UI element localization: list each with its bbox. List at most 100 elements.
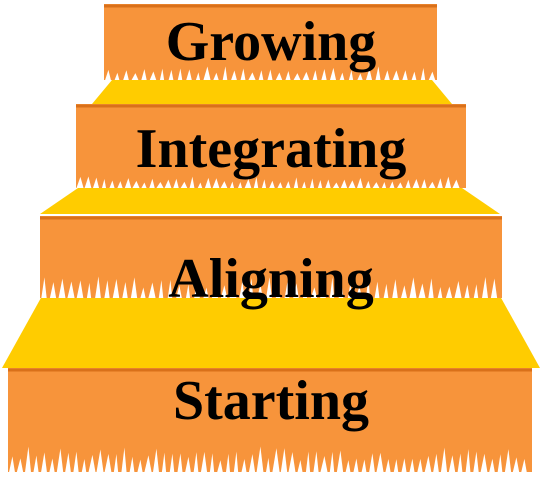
fringe-notch-starting xyxy=(104,453,112,472)
fringe-notch-growing xyxy=(131,73,139,80)
fringe-notch-growing xyxy=(339,72,345,80)
fringe-notch-integrating xyxy=(197,182,203,188)
fringe-notch-starting xyxy=(177,453,183,472)
fringe-notch-integrating xyxy=(149,178,155,188)
fringe-notch-starting xyxy=(169,453,175,472)
fringe-notch-aligning xyxy=(392,279,398,298)
fringe-notch-growing xyxy=(293,73,301,80)
fringe-notch-aligning xyxy=(104,280,110,298)
fringe-notch-aligning xyxy=(211,285,219,298)
fringe-notch-aligning xyxy=(158,280,164,298)
fringe-notch-growing xyxy=(195,72,201,80)
fringe-notch-starting xyxy=(376,452,384,472)
fringe-notch-starting xyxy=(433,453,439,472)
fringe-notch-aligning xyxy=(437,287,443,298)
fringe-notch-starting xyxy=(65,452,71,472)
fringe-notch-aligning xyxy=(355,286,363,298)
fringe-notch-starting xyxy=(385,459,391,472)
tread-growing xyxy=(92,80,452,104)
step-label-starting: Starting xyxy=(173,370,369,432)
fringe-notch-integrating xyxy=(428,181,436,188)
fringe-notch-aligning xyxy=(67,281,75,298)
fringe-notch-integrating xyxy=(180,181,188,188)
fringe-notch-aligning xyxy=(185,284,191,298)
riser-growing xyxy=(104,4,437,72)
fringe-notch-integrating xyxy=(365,180,371,188)
fringe-notch-integrating xyxy=(109,180,115,188)
fringe-notch-starting xyxy=(440,447,448,472)
fringe-notch-growing xyxy=(258,70,264,80)
fringe-notch-aligning xyxy=(257,283,263,298)
fringe-notch-growing xyxy=(231,70,237,80)
fringe-notch-starting xyxy=(297,460,303,472)
fringe-notch-growing xyxy=(114,72,120,80)
fringe-notch-aligning xyxy=(454,280,462,298)
fringe-notch-starting xyxy=(473,451,479,472)
fringe-notch-starting xyxy=(353,458,359,472)
fringe-notch-integrating xyxy=(156,182,164,188)
fringe-notch-growing xyxy=(213,72,219,80)
fringe-notch-starting xyxy=(137,459,143,472)
riser-starting xyxy=(8,368,532,464)
fringe-notch-starting xyxy=(409,458,415,472)
fringe-notch-aligning xyxy=(86,282,92,298)
fringe-notch-growing xyxy=(222,66,228,80)
fringe-notch-aligning xyxy=(365,277,371,298)
fringe-notch-starting xyxy=(113,453,119,472)
fringe-notch-aligning xyxy=(275,287,281,298)
fringe-notch-integrating xyxy=(173,178,179,188)
fringe-notch-starting xyxy=(336,450,344,472)
fringe-notch-aligning xyxy=(464,284,470,298)
fringe-notch-integrating xyxy=(220,181,228,188)
fringe-notch-growing xyxy=(141,69,147,80)
fringe-notch-integrating xyxy=(212,178,220,188)
fringe-notch-integrating xyxy=(269,180,275,188)
fringe-notch-aligning xyxy=(445,286,453,298)
fringe-notch-starting xyxy=(193,452,199,472)
step-label-aligning: Aligning xyxy=(168,248,374,310)
fringe-notch-starting xyxy=(521,458,527,472)
riser-integrating xyxy=(76,104,466,180)
fringe-notch-aligning xyxy=(400,285,408,298)
fringe-notch-growing xyxy=(177,68,183,80)
fringe-notch-integrating xyxy=(229,181,235,188)
fringe-notch-integrating xyxy=(412,179,420,188)
fringe-notch-aligning xyxy=(428,278,434,298)
fringe-notch-aligning xyxy=(473,284,479,298)
fringe-notch-integrating xyxy=(84,176,92,188)
fringe-notch-integrating xyxy=(348,180,356,188)
fringe-notch-aligning xyxy=(310,287,318,298)
fringe-notch-starting xyxy=(401,458,407,472)
fringe-notch-growing xyxy=(420,67,426,80)
fringe-notch-integrating xyxy=(277,182,283,188)
fringe-notch-integrating xyxy=(101,178,107,188)
fringe-notch-integrating xyxy=(381,182,387,188)
fringe-notch-starting xyxy=(361,459,367,472)
fringe-notch-integrating xyxy=(332,182,340,188)
fringe-notch-starting xyxy=(9,456,15,472)
fringe-notch-aligning xyxy=(58,278,66,298)
fringe-notch-integrating xyxy=(261,179,267,188)
fringe-notch-growing xyxy=(149,71,157,80)
fringe-notch-starting xyxy=(272,448,280,472)
fringe-notch-growing xyxy=(392,70,400,80)
fringe-notch-integrating xyxy=(340,179,348,188)
tread-integrating xyxy=(40,188,500,214)
riser-aligning xyxy=(40,216,502,290)
fringe-notch-aligning xyxy=(409,277,417,298)
fringe-notch-starting xyxy=(393,459,399,472)
fringe-notch-starting xyxy=(504,449,512,472)
fringe-notch-growing xyxy=(357,73,363,80)
fringe-notch-growing xyxy=(312,70,318,80)
fringe-notch-growing xyxy=(329,67,337,80)
fringe-notch-growing xyxy=(402,70,408,80)
fringe-notch-starting xyxy=(457,453,463,472)
fringe-notch-integrating xyxy=(301,181,307,188)
fringe-notch-aligning xyxy=(122,282,128,298)
fringe-notch-aligning xyxy=(482,276,488,298)
fringe-notch-aligning xyxy=(293,283,299,298)
fringe-notch-aligning xyxy=(49,282,57,298)
fringe-notch-integrating xyxy=(317,179,323,188)
fringe-notch-starting xyxy=(185,456,191,472)
